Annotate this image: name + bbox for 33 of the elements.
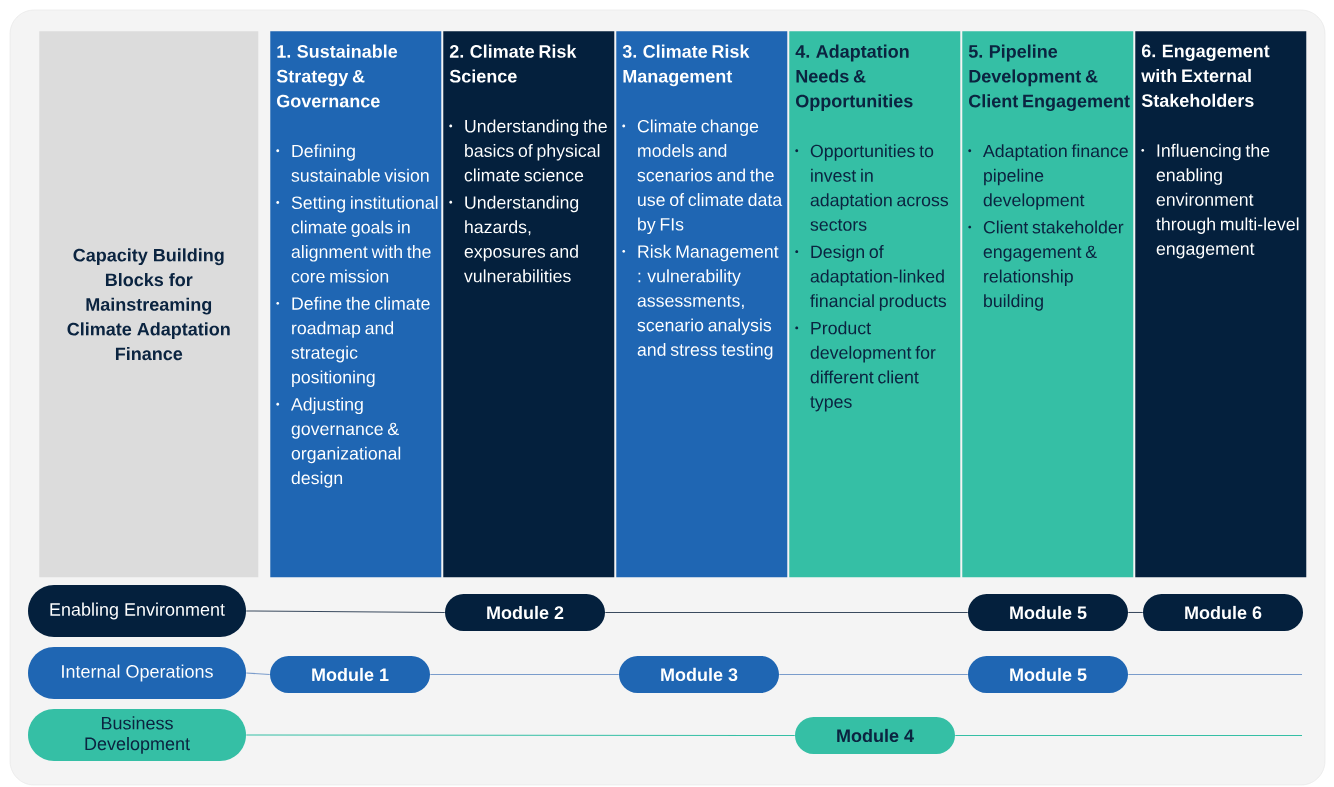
column-box: 5. Pipeline Development & Client Engagement Adaptation finance pipeline development Client stakeholder engagement & relationship building <box>962 31 1134 578</box>
column-box: 4. Adaptation Needs & Opportunities Opportunities to invest in adaptation across sectors Design of adaptation-linked financial products Product development for different client types <box>789 31 961 578</box>
column-box: 6. Engagement with External Stakeholders Influencing the enabling environment through multi-level engagement <box>1135 31 1307 578</box>
module-pill: Module 2 <box>445 594 605 631</box>
module-pill: Module 6 <box>1143 594 1303 631</box>
module-pill: Module 5 <box>968 594 1128 631</box>
connector-line <box>604 611 969 614</box>
connector-line <box>778 673 969 676</box>
row-label-pill: Business Development <box>28 709 246 761</box>
node-label: Opportunities to invest in adaptation across sectors <box>810 144 949 231</box>
connector-line <box>245 734 796 737</box>
module-pill: Module 5 <box>968 656 1128 693</box>
row-label-pill: Enabling Environment <box>28 585 246 637</box>
connector-line <box>1127 611 1144 614</box>
node-label: Client stakeholder engagement & relationship building <box>983 220 1124 311</box>
node-label: Product development for different client types <box>810 321 936 412</box>
module-pill: Module 4 <box>795 717 955 754</box>
column-box: 2. Climate Risk Science Understanding the basics of physical climate science Understanding hazards, exposures and vulnerabilities <box>443 31 615 578</box>
connector-line <box>1127 673 1303 676</box>
title-box: Capacity Building Blocks for Mainstreaming Climate Adaptation Finance <box>39 31 259 578</box>
node-label: 5. Pipeline Development & Client Engagement <box>968 44 1130 112</box>
node-label: 4. Adaptation Needs & Opportunities <box>795 44 913 111</box>
column-box: 3. Climate Risk Management Climate change models and scenarios and the use of climate data by FIs Risk Management : vulnerability assessments, scenario analysis and stress testing <box>616 31 788 578</box>
row-label-pill: Internal Operations <box>28 647 246 699</box>
connector-line <box>954 734 1303 737</box>
connector-line <box>429 673 620 676</box>
column-box: 1. Sustainable Strategy & Governance Defining sustainable vision Setting institutional climate goals in alignment with the core mission Define the climate roadmap and strategic positioning Adjusting governance & organizational design <box>270 31 442 578</box>
node-label: Adaptation finance pipeline development <box>982 144 1128 210</box>
module-pill: Module 1 <box>270 656 430 693</box>
connector-line <box>245 672 271 676</box>
connector-line <box>245 610 446 614</box>
module-pill: Module 3 <box>619 656 779 693</box>
node-label: Design of adaptation-linked financial products <box>810 245 947 311</box>
